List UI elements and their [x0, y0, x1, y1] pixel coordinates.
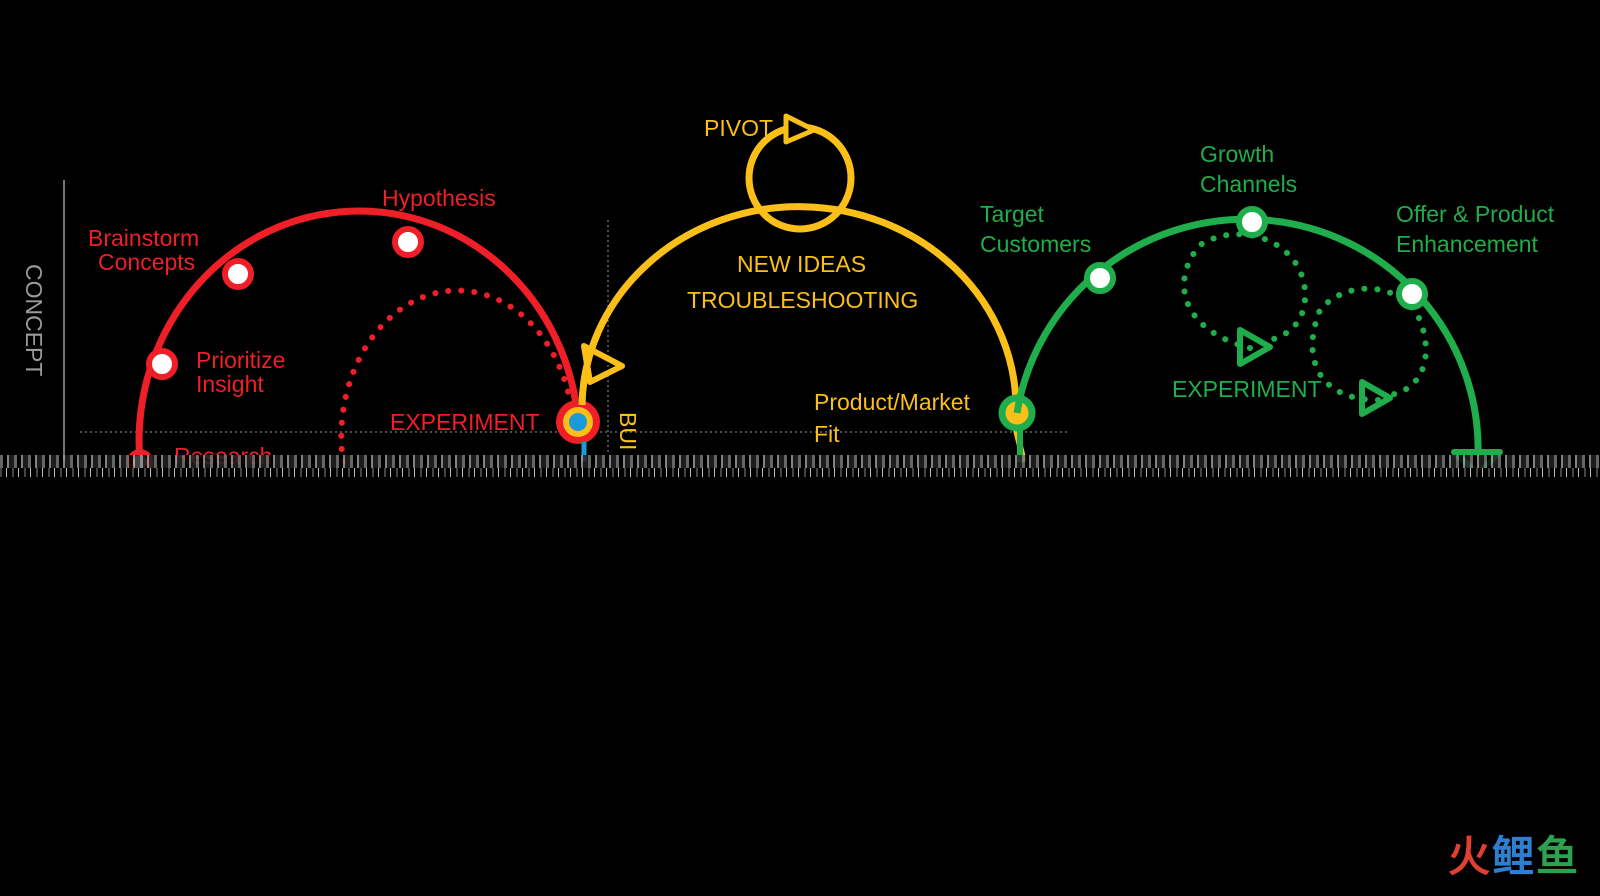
fit-label-1: Product/Market [814, 389, 971, 415]
fit-label-2: Fit [814, 421, 840, 447]
concept-experiment-label: EXPERIMENT [390, 409, 540, 435]
brainstorm-label-1: Brainstorm [88, 225, 199, 251]
growth-channels-label-1: Growth [1200, 141, 1274, 167]
offer-label-1: Offer & Product [1396, 201, 1555, 227]
watermark-char-3: 鱼 [1535, 832, 1578, 881]
target-customers-node [1084, 262, 1116, 294]
offer-enhancement-node [1396, 278, 1428, 310]
prioritize-label-1: Prioritize [196, 347, 285, 373]
experiment-hub-core [569, 413, 587, 431]
troubleshooting-label: TROUBLESHOOTING [687, 287, 918, 313]
new-ideas-label: NEW IDEAS [737, 251, 866, 277]
target-label-2: Customers [980, 231, 1091, 257]
hypothesis-node [392, 226, 424, 258]
watermark-logo: 火 鲤 鱼 [1448, 823, 1578, 884]
growth-experiment-arrow-1 [1237, 327, 1273, 367]
growth-channels-label-2: Channels [1200, 171, 1297, 197]
pivot-loop [745, 123, 855, 233]
concept-axis-label: CONCEPT [21, 264, 47, 376]
growth-experiment-label: EXPERIMENT [1172, 376, 1322, 402]
watermark-char-2: 鲤 [1491, 832, 1534, 881]
image-corruption-band-lower [0, 468, 1600, 477]
build-arc [578, 203, 1020, 413]
hypothesis-label: Hypothesis [382, 185, 496, 211]
build-arc-arrow [581, 343, 625, 385]
target-label-1: Target [980, 201, 1045, 227]
growth-experiment-arrow-2 [1359, 379, 1393, 417]
pivot-label: PIVOT [704, 115, 773, 141]
offer-label-2: Enhancement [1396, 231, 1539, 257]
brainstorm-node [222, 258, 254, 290]
watermark-char-1: 火 [1447, 832, 1490, 881]
prioritize-node [146, 348, 178, 380]
growth-channels-node [1236, 206, 1268, 238]
brainstorm-label-2: Concepts [98, 249, 195, 275]
prioritize-label-2: Insight [196, 371, 264, 397]
pivot-arrow [783, 113, 817, 145]
missing-image-area [0, 477, 1600, 896]
growth-experiment-loop-2 [1309, 285, 1429, 403]
growth-experiment-loop-1 [1181, 231, 1309, 351]
concept-experiment-dotted-arc [338, 287, 575, 465]
build-axis-label: BUI [615, 412, 641, 450]
